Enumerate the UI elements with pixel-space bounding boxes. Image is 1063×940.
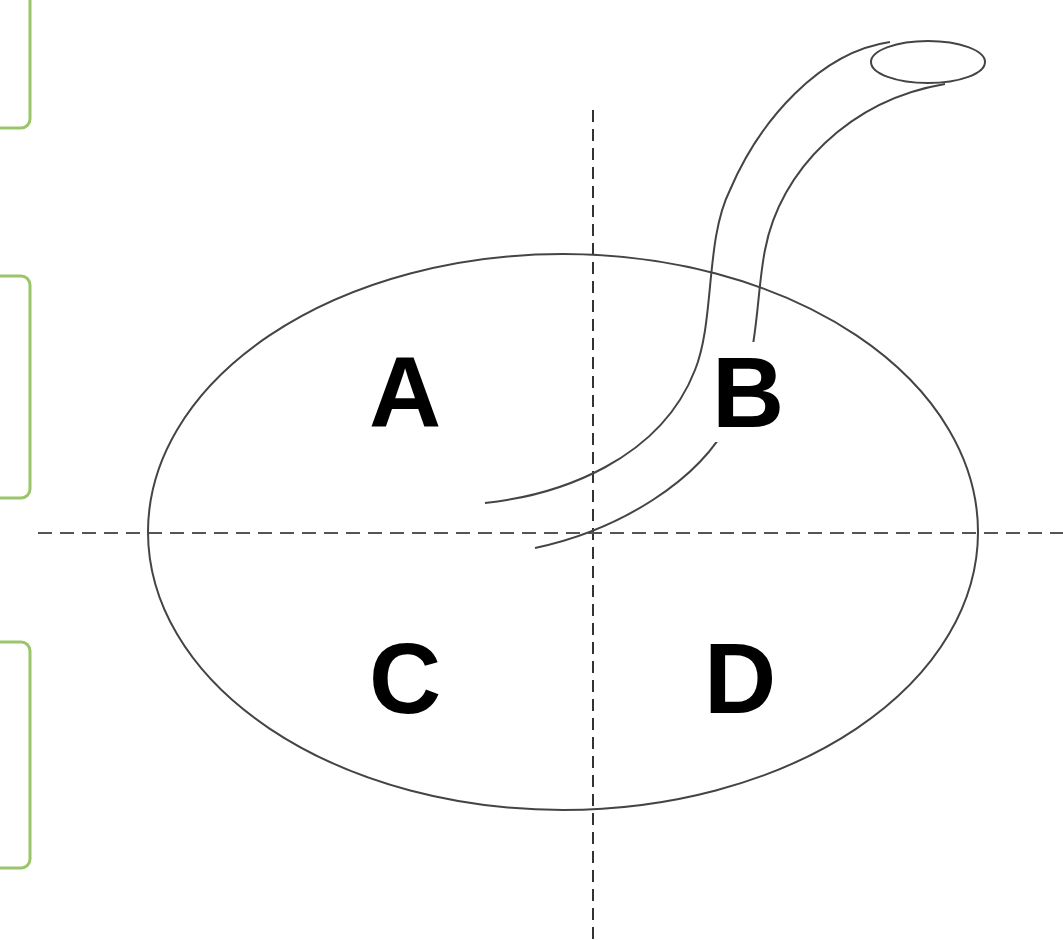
quadrant-label: B: [708, 342, 788, 442]
outline-ellipse: [148, 254, 978, 810]
tube: [485, 41, 985, 548]
side-panel: [0, 0, 30, 128]
vertical-axis: [592, 110, 594, 940]
quadrant-label: A: [365, 342, 445, 442]
horizontal-axis: [38, 532, 1063, 534]
side-panel: [0, 276, 30, 498]
side-panels: [0, 0, 30, 868]
tube-opening: [871, 41, 985, 83]
side-panel: [0, 642, 30, 868]
tube-wall: [485, 42, 890, 503]
tube-wall: [535, 84, 945, 548]
quadrant-label: D: [700, 628, 780, 728]
quadrant-label: C: [365, 628, 445, 728]
